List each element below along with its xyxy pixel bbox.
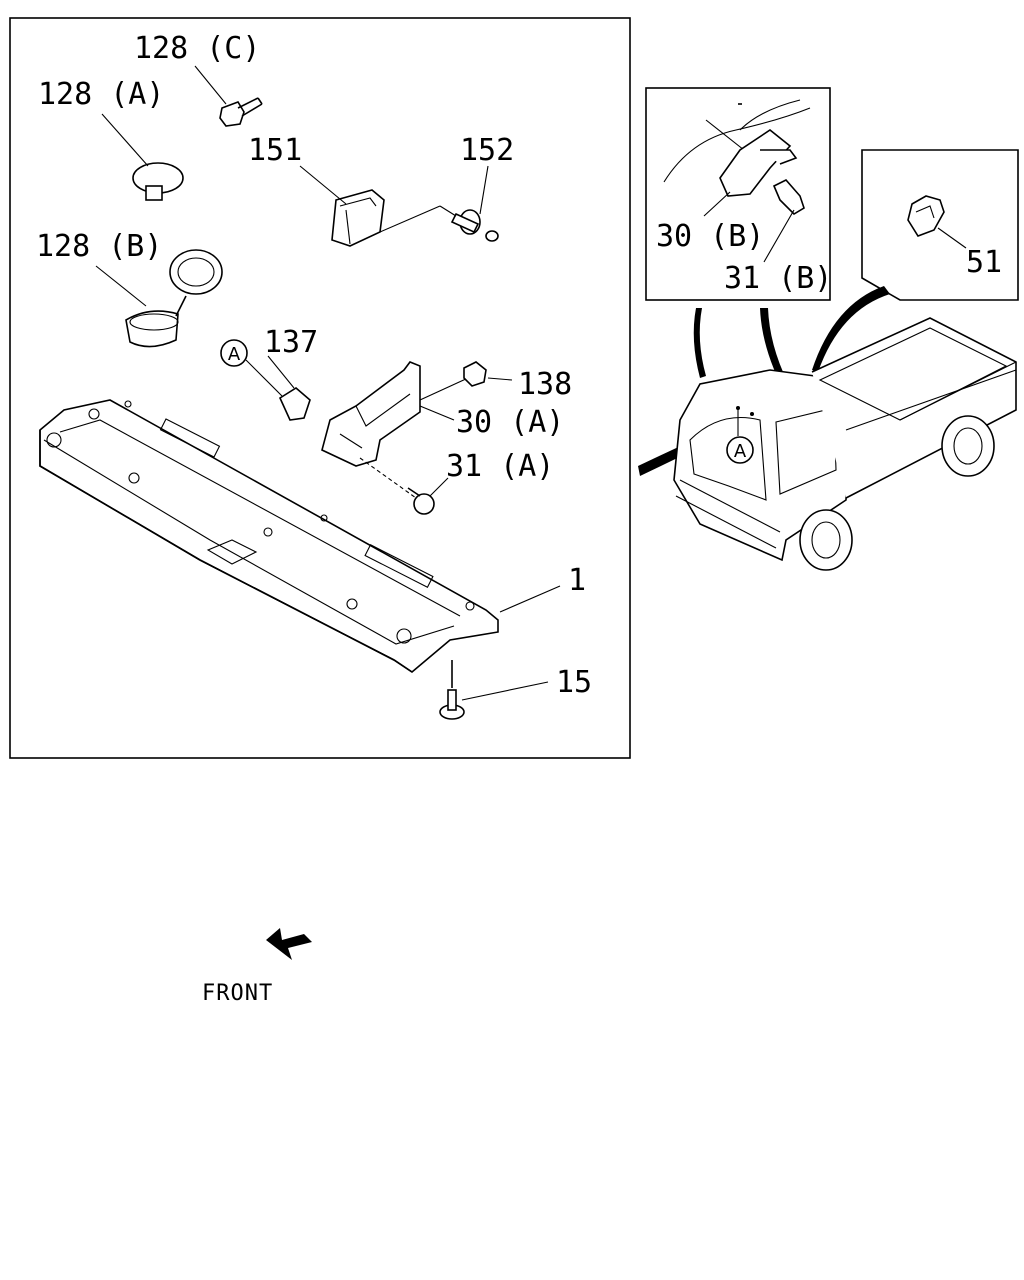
leader-151 (299, 165, 347, 205)
detail-frame-30b-31b (645, 87, 831, 301)
part-30a-bracket (321, 361, 421, 467)
label-138: 138 (518, 367, 572, 402)
part-152-rivet (439, 205, 499, 242)
leader-137 (267, 355, 295, 389)
truck-illustration (673, 317, 1017, 571)
label-15: 15 (556, 665, 592, 700)
pointer-arc-right (812, 286, 890, 372)
label-128c: 128 (C) (134, 31, 260, 66)
front-arrow-icon (266, 928, 312, 960)
leader-ref-a (245, 359, 283, 397)
leader-31b (763, 209, 795, 263)
label-51: 51 (966, 245, 1002, 280)
main-frame (9, 17, 631, 759)
label-31a: 31 (A) (446, 449, 554, 484)
label-30b: 30 (B) (656, 219, 764, 254)
part-51-clip (907, 195, 945, 237)
part-15-screw (439, 660, 465, 720)
part-137-clip (278, 387, 311, 421)
detail-frame-51 (861, 149, 1019, 301)
part-128b-cap (125, 249, 223, 348)
leader-1 (499, 585, 561, 613)
label-128a: 128 (A) (38, 77, 164, 112)
label-128b: 128 (B) (36, 229, 162, 264)
svg-text:A: A (734, 441, 747, 462)
leader-128b (95, 265, 147, 307)
label-31b: 31 (B) (724, 261, 832, 296)
leader-15 (461, 681, 549, 701)
part-128c-bolt (219, 97, 263, 127)
part-1-cover-panel (39, 399, 499, 673)
leader-31a (429, 477, 449, 497)
leader-30a (419, 405, 455, 421)
label-152: 152 (460, 133, 514, 168)
part-151-bracket (331, 189, 441, 247)
leader-128a (101, 113, 149, 167)
label-151: 151 (248, 133, 302, 168)
part-128a-plug (132, 162, 184, 201)
svg-text:A: A (228, 344, 241, 365)
label-30a: 30 (A) (456, 405, 564, 440)
part-138-nut (463, 361, 487, 387)
detail-30b-31b-parts (663, 99, 811, 216)
front-label: FRONT (202, 981, 273, 1006)
pointer-arc-left (693, 308, 706, 378)
leader-138-link (419, 377, 469, 401)
label-1: 1 (568, 563, 586, 598)
leader-138 (487, 377, 513, 381)
leader-51 (937, 227, 967, 249)
leader-30b (703, 191, 731, 217)
leader-152 (479, 165, 489, 215)
ref-a-circle-main: A (220, 339, 248, 367)
part-31a-bolt (359, 457, 435, 515)
label-137: 137 (264, 325, 318, 360)
leader-128c (194, 65, 227, 105)
ref-a-circle-truck: A (726, 436, 754, 464)
